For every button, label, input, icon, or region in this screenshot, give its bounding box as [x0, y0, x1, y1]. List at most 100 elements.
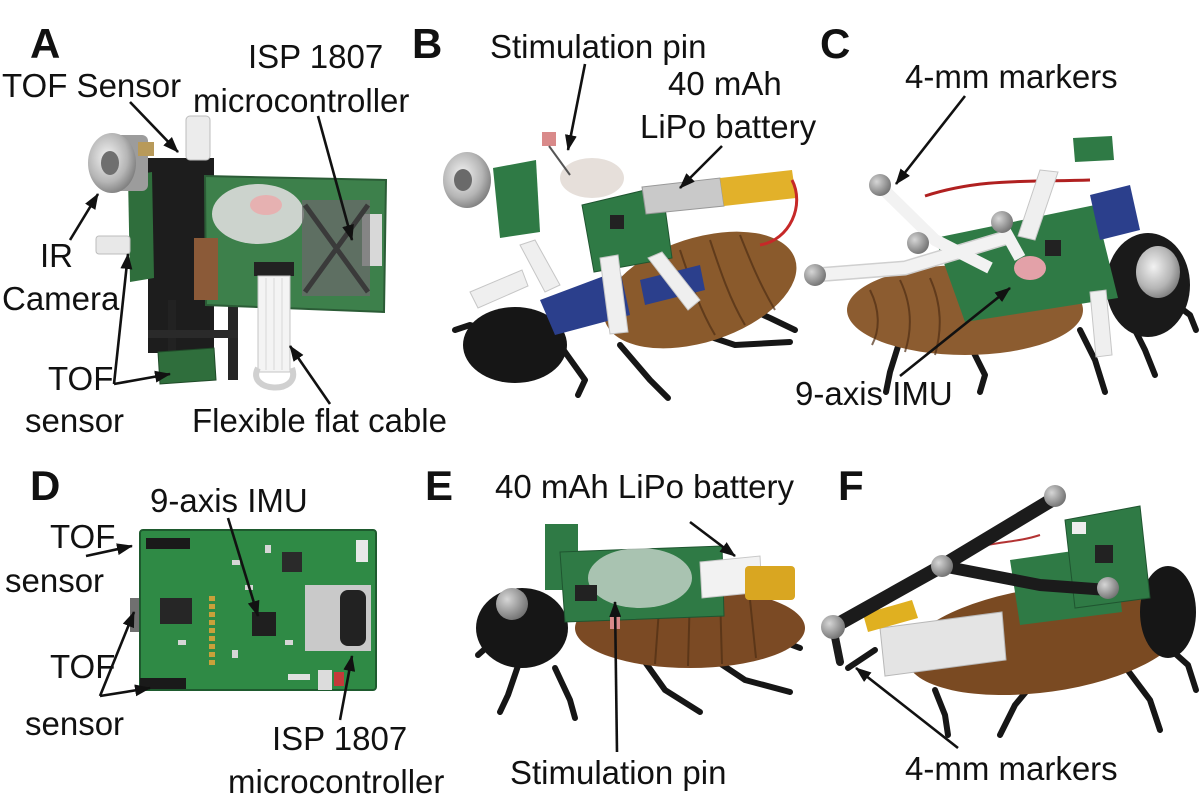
panel-a-labels: A TOF Sensor ISP 1807 microcontroller IR… [2, 20, 447, 439]
panel-c-photo [804, 136, 1199, 395]
panel-f-labels: F 4-mm markers [838, 462, 1118, 787]
smd-component [265, 545, 271, 553]
label-isp-line1: ISP 1807 [272, 720, 407, 757]
smd-component [232, 560, 240, 565]
label-battery: 40 mAh LiPo battery [495, 468, 794, 505]
tracking-marker [1097, 577, 1119, 599]
label-tof-bottom-line2: sensor [25, 705, 124, 742]
tracking-marker [821, 615, 845, 639]
white-strap [1089, 289, 1113, 358]
label-flat-cable: Flexible flat cable [192, 402, 447, 439]
arrow-d-tof-top [85, 543, 133, 558]
camera-board [493, 160, 540, 238]
tracking-marker [991, 211, 1013, 233]
annotation-arrows [68, 63, 1011, 753]
arrow-b-battery [679, 145, 723, 189]
pcb-chip [610, 215, 624, 229]
cockroach-leg [883, 337, 903, 395]
tracking-marker [496, 588, 528, 620]
cockroach-leg [637, 652, 703, 715]
top-board [1073, 136, 1114, 162]
panel-b-photo [443, 132, 799, 401]
marker-frame [936, 560, 1114, 596]
cockroach-leg [1077, 327, 1108, 395]
smd-component [232, 650, 238, 658]
arrow-a-tof-right [113, 370, 171, 386]
cockroach-leg [557, 342, 588, 398]
tof-connector-bottom [140, 678, 186, 689]
label-battery-line2: LiPo battery [640, 108, 817, 145]
marker-frame [814, 232, 1007, 281]
arrow-c-imu [899, 286, 1011, 378]
arrow-d-tof-bottom-up [98, 611, 136, 697]
battery-yellow-wrap [720, 170, 796, 206]
white-tab-left [95, 235, 131, 255]
panel-d-labels: D 9-axis IMU TOF sensor TOF sensor ISP 1… [5, 462, 444, 800]
panel-letter-b: B [412, 20, 442, 67]
panel-d-photo [130, 529, 377, 691]
module-wire-cross [302, 203, 371, 294]
label-imu: 9-axis IMU [795, 375, 953, 412]
pcb-chip [575, 585, 597, 601]
label-tof-sensor: TOF Sensor [2, 67, 181, 104]
pcb-chip [282, 552, 302, 572]
white-strap [469, 269, 529, 309]
smd-component [285, 640, 293, 645]
label-isp-line1: ISP 1807 [248, 38, 383, 75]
arrow-c-markers [894, 95, 967, 185]
camera-lens-center [101, 151, 119, 175]
label-tof-top-line1: TOF [50, 518, 115, 555]
flat-cable-curl [253, 366, 297, 391]
panel-f-photo [821, 485, 1199, 738]
red-wire [759, 179, 799, 247]
camera-lens [1136, 246, 1180, 298]
battery-yellow-tape [863, 600, 918, 632]
arrow-a-flat-cable [288, 345, 332, 405]
tracking-marker [869, 174, 891, 196]
lipo-battery [879, 611, 1007, 677]
white-strap [647, 251, 701, 311]
label-tof-top-line2: sensor [5, 562, 104, 599]
panel-letter-a: A [30, 20, 60, 67]
label-stimulation-pin: Stimulation pin [490, 28, 706, 65]
panel-letter-d: D [30, 462, 60, 509]
label-tof-bottom-line1: TOF [50, 648, 115, 685]
camera-lens-center [454, 169, 472, 191]
marker-frame [875, 181, 993, 274]
label-isp-line2: microcontroller [228, 763, 444, 800]
power-switch [318, 670, 332, 690]
cockroach-leg [845, 647, 878, 671]
camera-mount [138, 142, 154, 156]
arrow-d-imu [226, 517, 260, 617]
white-connector [1072, 522, 1086, 534]
pcb-chip [1095, 545, 1113, 563]
bottom-tof-board [157, 347, 217, 385]
cable-connector [254, 262, 294, 276]
label-ir-line2: Camera [2, 280, 120, 317]
cockroach-leg [932, 687, 951, 738]
label-markers: 4-mm markers [905, 750, 1118, 787]
label-tof-line2: sensor [25, 402, 124, 439]
arrow-d-microcontroller [338, 655, 356, 721]
white-tab-top [185, 115, 211, 161]
arrow-a-microcontroller [316, 115, 354, 241]
label-stimulation-pin: Stimulation pin [510, 754, 726, 791]
lipo-battery [745, 566, 795, 600]
pcb-label-white [356, 540, 368, 562]
arrow-e-stimulation-pin [609, 601, 622, 753]
label-ir-line1: IR [40, 237, 73, 274]
glue-blob [560, 158, 624, 198]
label-isp-line2: microcontroller [193, 82, 409, 119]
arrow-d-tof-bottom-right [99, 684, 151, 698]
cockroach-leg [617, 342, 671, 401]
label-imu: 9-axis IMU [150, 482, 308, 519]
arrow-f-markers [855, 666, 959, 750]
arrow-a-tof-sensor [129, 101, 179, 153]
camera-board [128, 172, 154, 282]
panel-c-labels: C 4-mm markers 9-axis IMU [795, 20, 1118, 412]
glue-blob [212, 184, 304, 244]
switch-red [334, 672, 344, 686]
panel-letter-f: F [838, 462, 864, 509]
chassis-strut [148, 330, 238, 338]
